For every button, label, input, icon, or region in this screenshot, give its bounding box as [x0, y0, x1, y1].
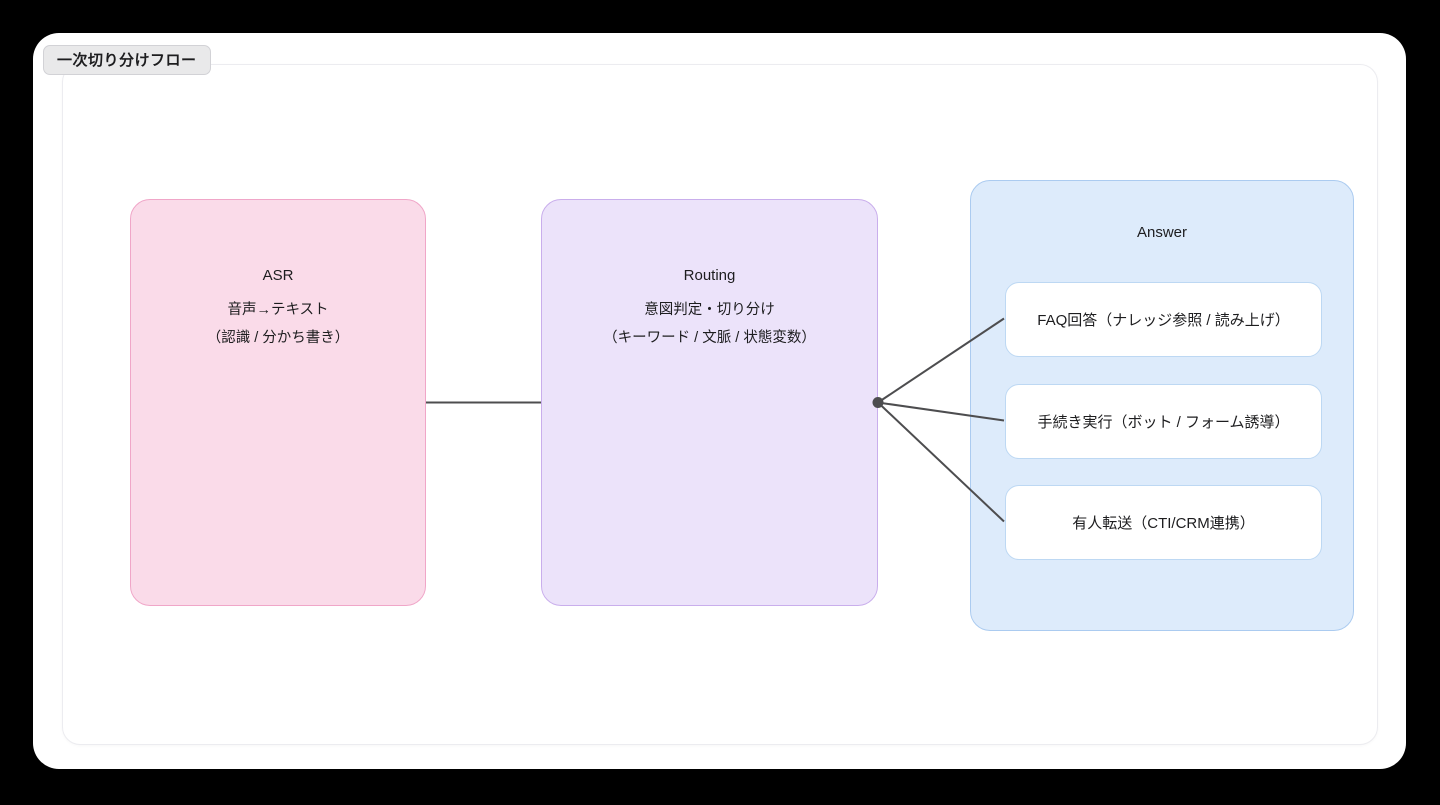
node-asr[interactable]: ASR 音声→テキスト （認識 / 分かち書き） — [130, 199, 426, 606]
node-asr-title: ASR — [262, 267, 294, 284]
node-answer[interactable]: Answer FAQ回答（ナレッジ参照 / 読み上げ） 手続き実行（ボット / … — [970, 180, 1354, 631]
node-answer-title: Answer — [1136, 224, 1188, 241]
answer-item-human-transfer-label: 有人転送（CTI/CRM連携） — [1072, 515, 1255, 532]
answer-item-procedure-label: 手続き実行（ボット / フォーム誘導） — [1037, 414, 1290, 431]
node-routing-line-2: （キーワード / 文脈 / 状態変数） — [603, 330, 816, 346]
node-routing[interactable]: Routing 意図判定・切り分け （キーワード / 文脈 / 状態変数） — [541, 199, 878, 606]
answer-item-procedure[interactable]: 手続き実行（ボット / フォーム誘導） — [1005, 384, 1322, 459]
node-routing-title: Routing — [683, 267, 736, 284]
flow-group-frame: ASR 音声→テキスト （認識 / 分かち書き） Routing 意図判定・切り… — [62, 64, 1378, 745]
node-asr-line-2: （認識 / 分かち書き） — [206, 330, 350, 346]
answer-item-faq-label: FAQ回答（ナレッジ参照 / 読み上げ） — [1037, 312, 1290, 329]
node-routing-line-1: 意図判定・切り分け — [644, 302, 775, 318]
answer-item-human-transfer[interactable]: 有人転送（CTI/CRM連携） — [1005, 485, 1322, 560]
node-asr-line-1: 音声→テキスト — [227, 302, 329, 318]
answer-item-faq[interactable]: FAQ回答（ナレッジ参照 / 読み上げ） — [1005, 282, 1322, 357]
flow-title-badge: 一次切り分けフロー — [43, 45, 211, 75]
canvas-card: 一次切り分けフロー ASR 音声→テキスト （認識 / 分かち書き） Routi… — [33, 33, 1406, 769]
